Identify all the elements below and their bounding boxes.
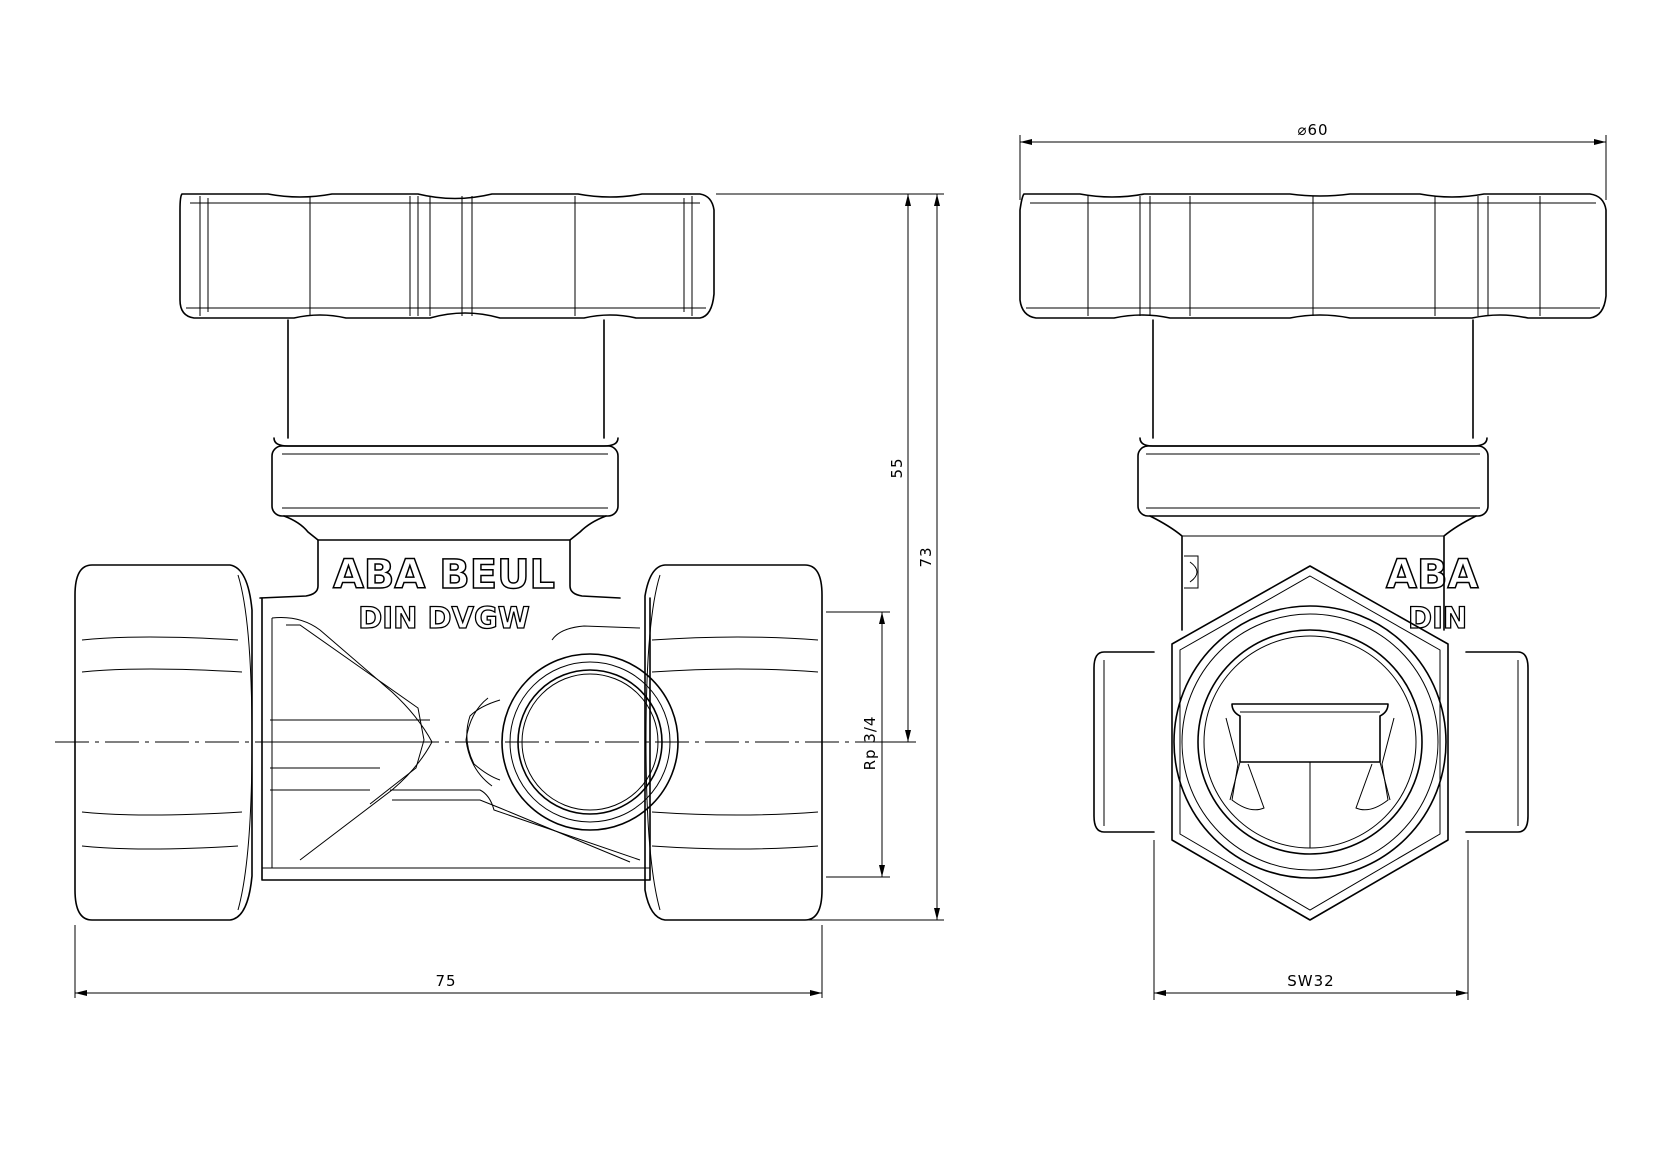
front-right-hex xyxy=(644,564,823,921)
dim-thread-rp: Rp 3/4 xyxy=(861,716,879,771)
front-left-hex xyxy=(74,564,253,921)
side-handwheel xyxy=(1019,193,1607,319)
side-dimensions: ⌀60 SW32 xyxy=(1019,121,1607,1000)
dim-wrench-size: SW32 xyxy=(1287,972,1334,990)
front-handwheel xyxy=(179,193,715,319)
dim-handwheel-diameter: ⌀60 xyxy=(1297,121,1328,139)
side-inner-bore xyxy=(1225,703,1395,848)
front-body xyxy=(261,597,651,881)
side-stem xyxy=(1137,319,1489,631)
front-stem xyxy=(259,319,621,599)
dim-height-73: 73 xyxy=(917,546,935,567)
side-hex-body xyxy=(1171,565,1449,921)
side-view: ABA DIN xyxy=(1019,193,1607,921)
brand-text: ABA BEUL xyxy=(333,552,555,598)
side-brand-partial-text: ABA xyxy=(1386,552,1478,598)
dim-length-75: 75 xyxy=(435,972,456,990)
marking-text: DIN DVGW xyxy=(358,601,530,635)
front-view: ABA BEUL DIN DVGW xyxy=(55,193,880,921)
side-stubs xyxy=(1093,651,1529,833)
dim-height-55: 55 xyxy=(888,457,906,478)
side-marking-partial-text: DIN xyxy=(1408,601,1467,635)
front-dimensions: 75 55 73 Rp 3/4 xyxy=(74,193,944,998)
side-casting-text: ABA DIN xyxy=(1184,551,1479,636)
